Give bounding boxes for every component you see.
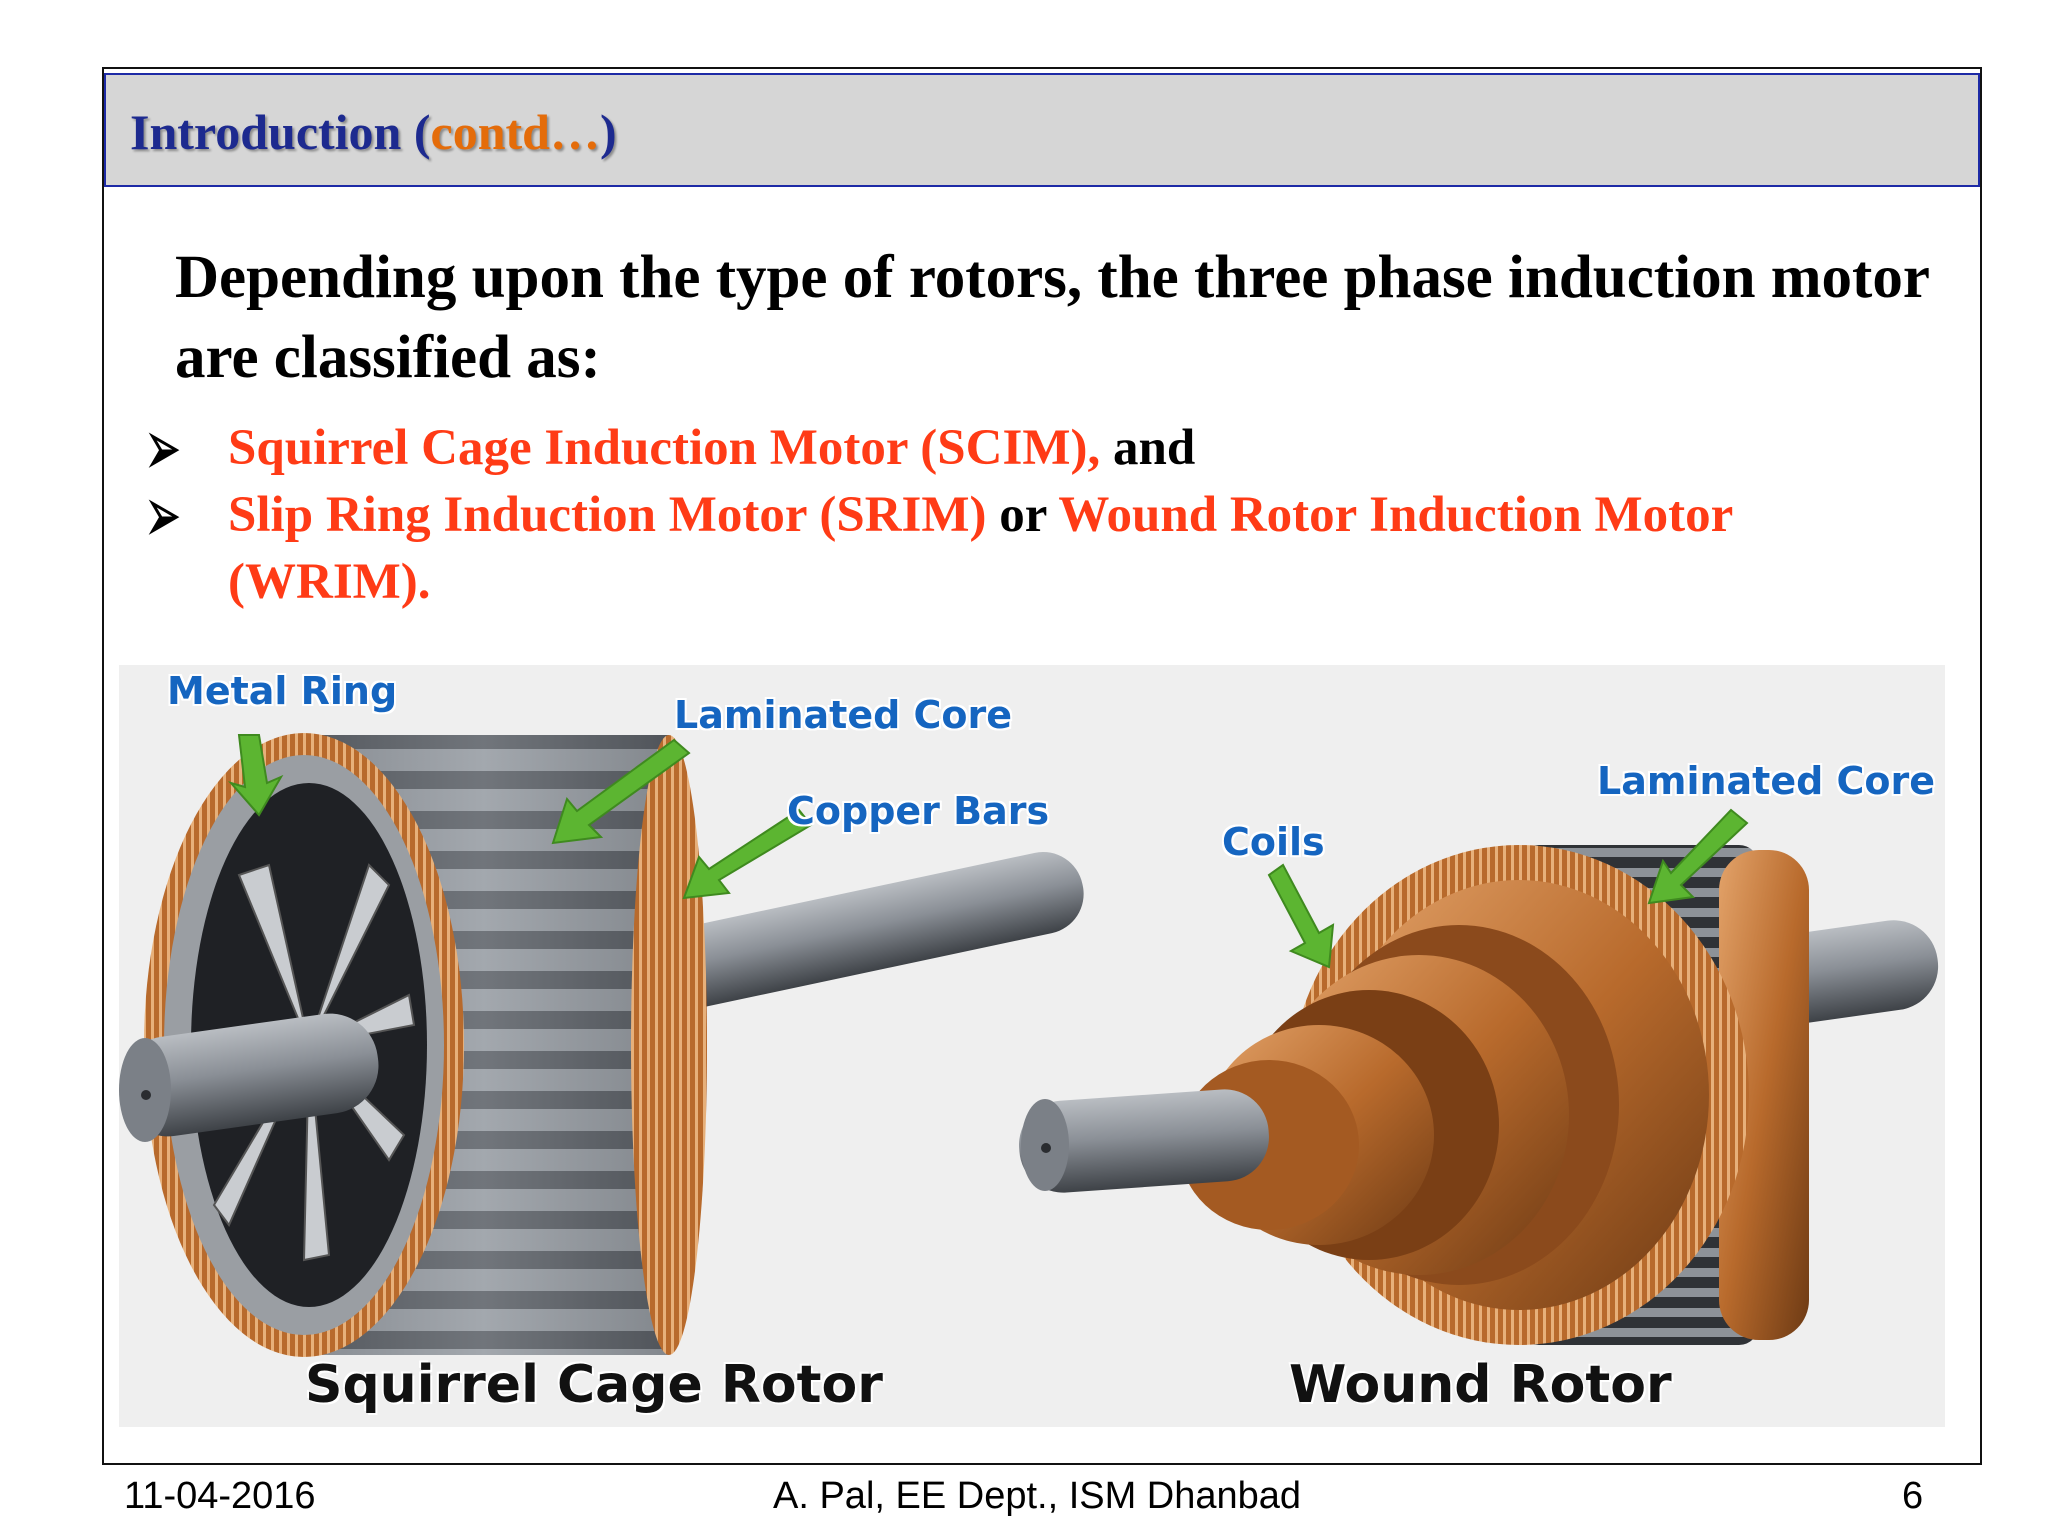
- footer-page-number: 6: [1902, 1475, 1924, 1517]
- title-accent: contd…: [430, 104, 600, 160]
- label-metal-ring: Metal Ring: [167, 669, 398, 713]
- label-laminated-core-left: Laminated Core: [674, 693, 1013, 737]
- bullet-wrim-name: Wound Rotor Induction Motor (WRIM).: [228, 487, 1733, 610]
- arrow-coils-icon: [1267, 863, 1335, 969]
- arrow-bullet-icon: ⮚: [150, 492, 179, 538]
- label-copper-bars: Copper Bars: [787, 789, 1050, 833]
- arrow-copper-bars-icon: [682, 808, 813, 900]
- arrow-laminated-core-right-icon: [1647, 808, 1749, 905]
- callout-arrows: [228, 734, 1749, 969]
- rotor-figure: Metal Ring Laminated Core Copper Bars Co…: [119, 665, 1945, 1427]
- rotor-illustration: [119, 733, 1939, 1357]
- title-bar: Introduction (contd…): [104, 73, 1980, 187]
- title-text: Introduction (: [130, 104, 431, 160]
- title-end: ): [599, 104, 617, 160]
- wound-rotor: [1019, 845, 1939, 1345]
- squirrel-cage-rotor: [119, 733, 1084, 1357]
- bullet-list: ⮚ Squirrel Cage Induction Motor (SCIM), a…: [150, 415, 1940, 616]
- bullet-srim-connector: or: [986, 487, 1059, 543]
- bullet-scim-connector: and: [1100, 420, 1196, 476]
- bullet-srim: ⮚ Slip Ring Induction Motor (SRIM) or Wou…: [150, 482, 1940, 616]
- arrow-laminated-core-left-icon: [551, 738, 691, 845]
- lead-paragraph: Depending upon the type of rotors, the t…: [175, 244, 1929, 391]
- caption-wound-rotor: Wound Rotor: [1289, 1355, 1672, 1415]
- footer-author: A. Pal, EE Dept., ISM Dhanbad: [773, 1475, 1302, 1517]
- slide-title: Introduction (contd…): [130, 103, 617, 161]
- bullet-srim-name: Slip Ring Induction Motor (SRIM): [228, 487, 987, 543]
- bullet-scim: ⮚ Squirrel Cage Induction Motor (SCIM), a…: [150, 415, 1940, 482]
- label-laminated-core-right: Laminated Core: [1597, 759, 1936, 803]
- caption-squirrel-cage-rotor: Squirrel Cage Rotor: [305, 1355, 883, 1415]
- label-coils: Coils: [1222, 820, 1325, 864]
- arrow-bullet-icon: ⮚: [150, 425, 179, 471]
- arrow-metal-ring-icon: [228, 734, 284, 817]
- footer-date: 11-04-2016: [124, 1475, 316, 1517]
- bullet-scim-name: Squirrel Cage Induction Motor (SCIM),: [228, 420, 1101, 476]
